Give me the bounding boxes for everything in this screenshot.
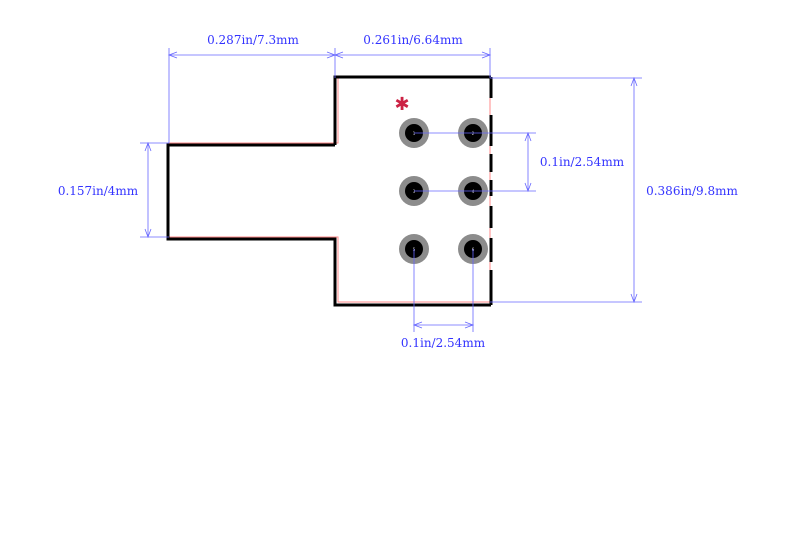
body-width-label: 0.261in/6.64mm xyxy=(363,33,463,47)
dimension-pitch-horizontal: 0.1in/2.54mm xyxy=(401,249,486,350)
pitch-vertical-label: 0.1in/2.54mm xyxy=(540,155,625,169)
pad-label: 4 xyxy=(472,189,475,194)
dimension-tab-height: 0.157in/4mm xyxy=(58,141,169,239)
dimension-pitch-vertical: 0.1in/2.54mm xyxy=(414,131,625,193)
dimension-body-width: 0.261in/6.64mm xyxy=(333,33,492,78)
pad-label: 2 xyxy=(472,131,475,136)
tab-height-label: 0.157in/4mm xyxy=(58,184,139,198)
pad-label: 1 xyxy=(413,131,416,136)
dimension-tab-width: 0.287in/7.3mm xyxy=(167,33,337,143)
body-height-label: 0.386in/9.8mm xyxy=(646,184,738,198)
pitch-horizontal-label: 0.1in/2.54mm xyxy=(401,336,486,350)
pad-label: 3 xyxy=(413,189,416,194)
courtyard-outline xyxy=(168,77,491,303)
origin-marker-icon: ✱ xyxy=(394,94,409,115)
tab-width-label: 0.287in/7.3mm xyxy=(207,33,299,47)
dimension-body-height: 0.386in/9.8mm xyxy=(490,76,739,304)
